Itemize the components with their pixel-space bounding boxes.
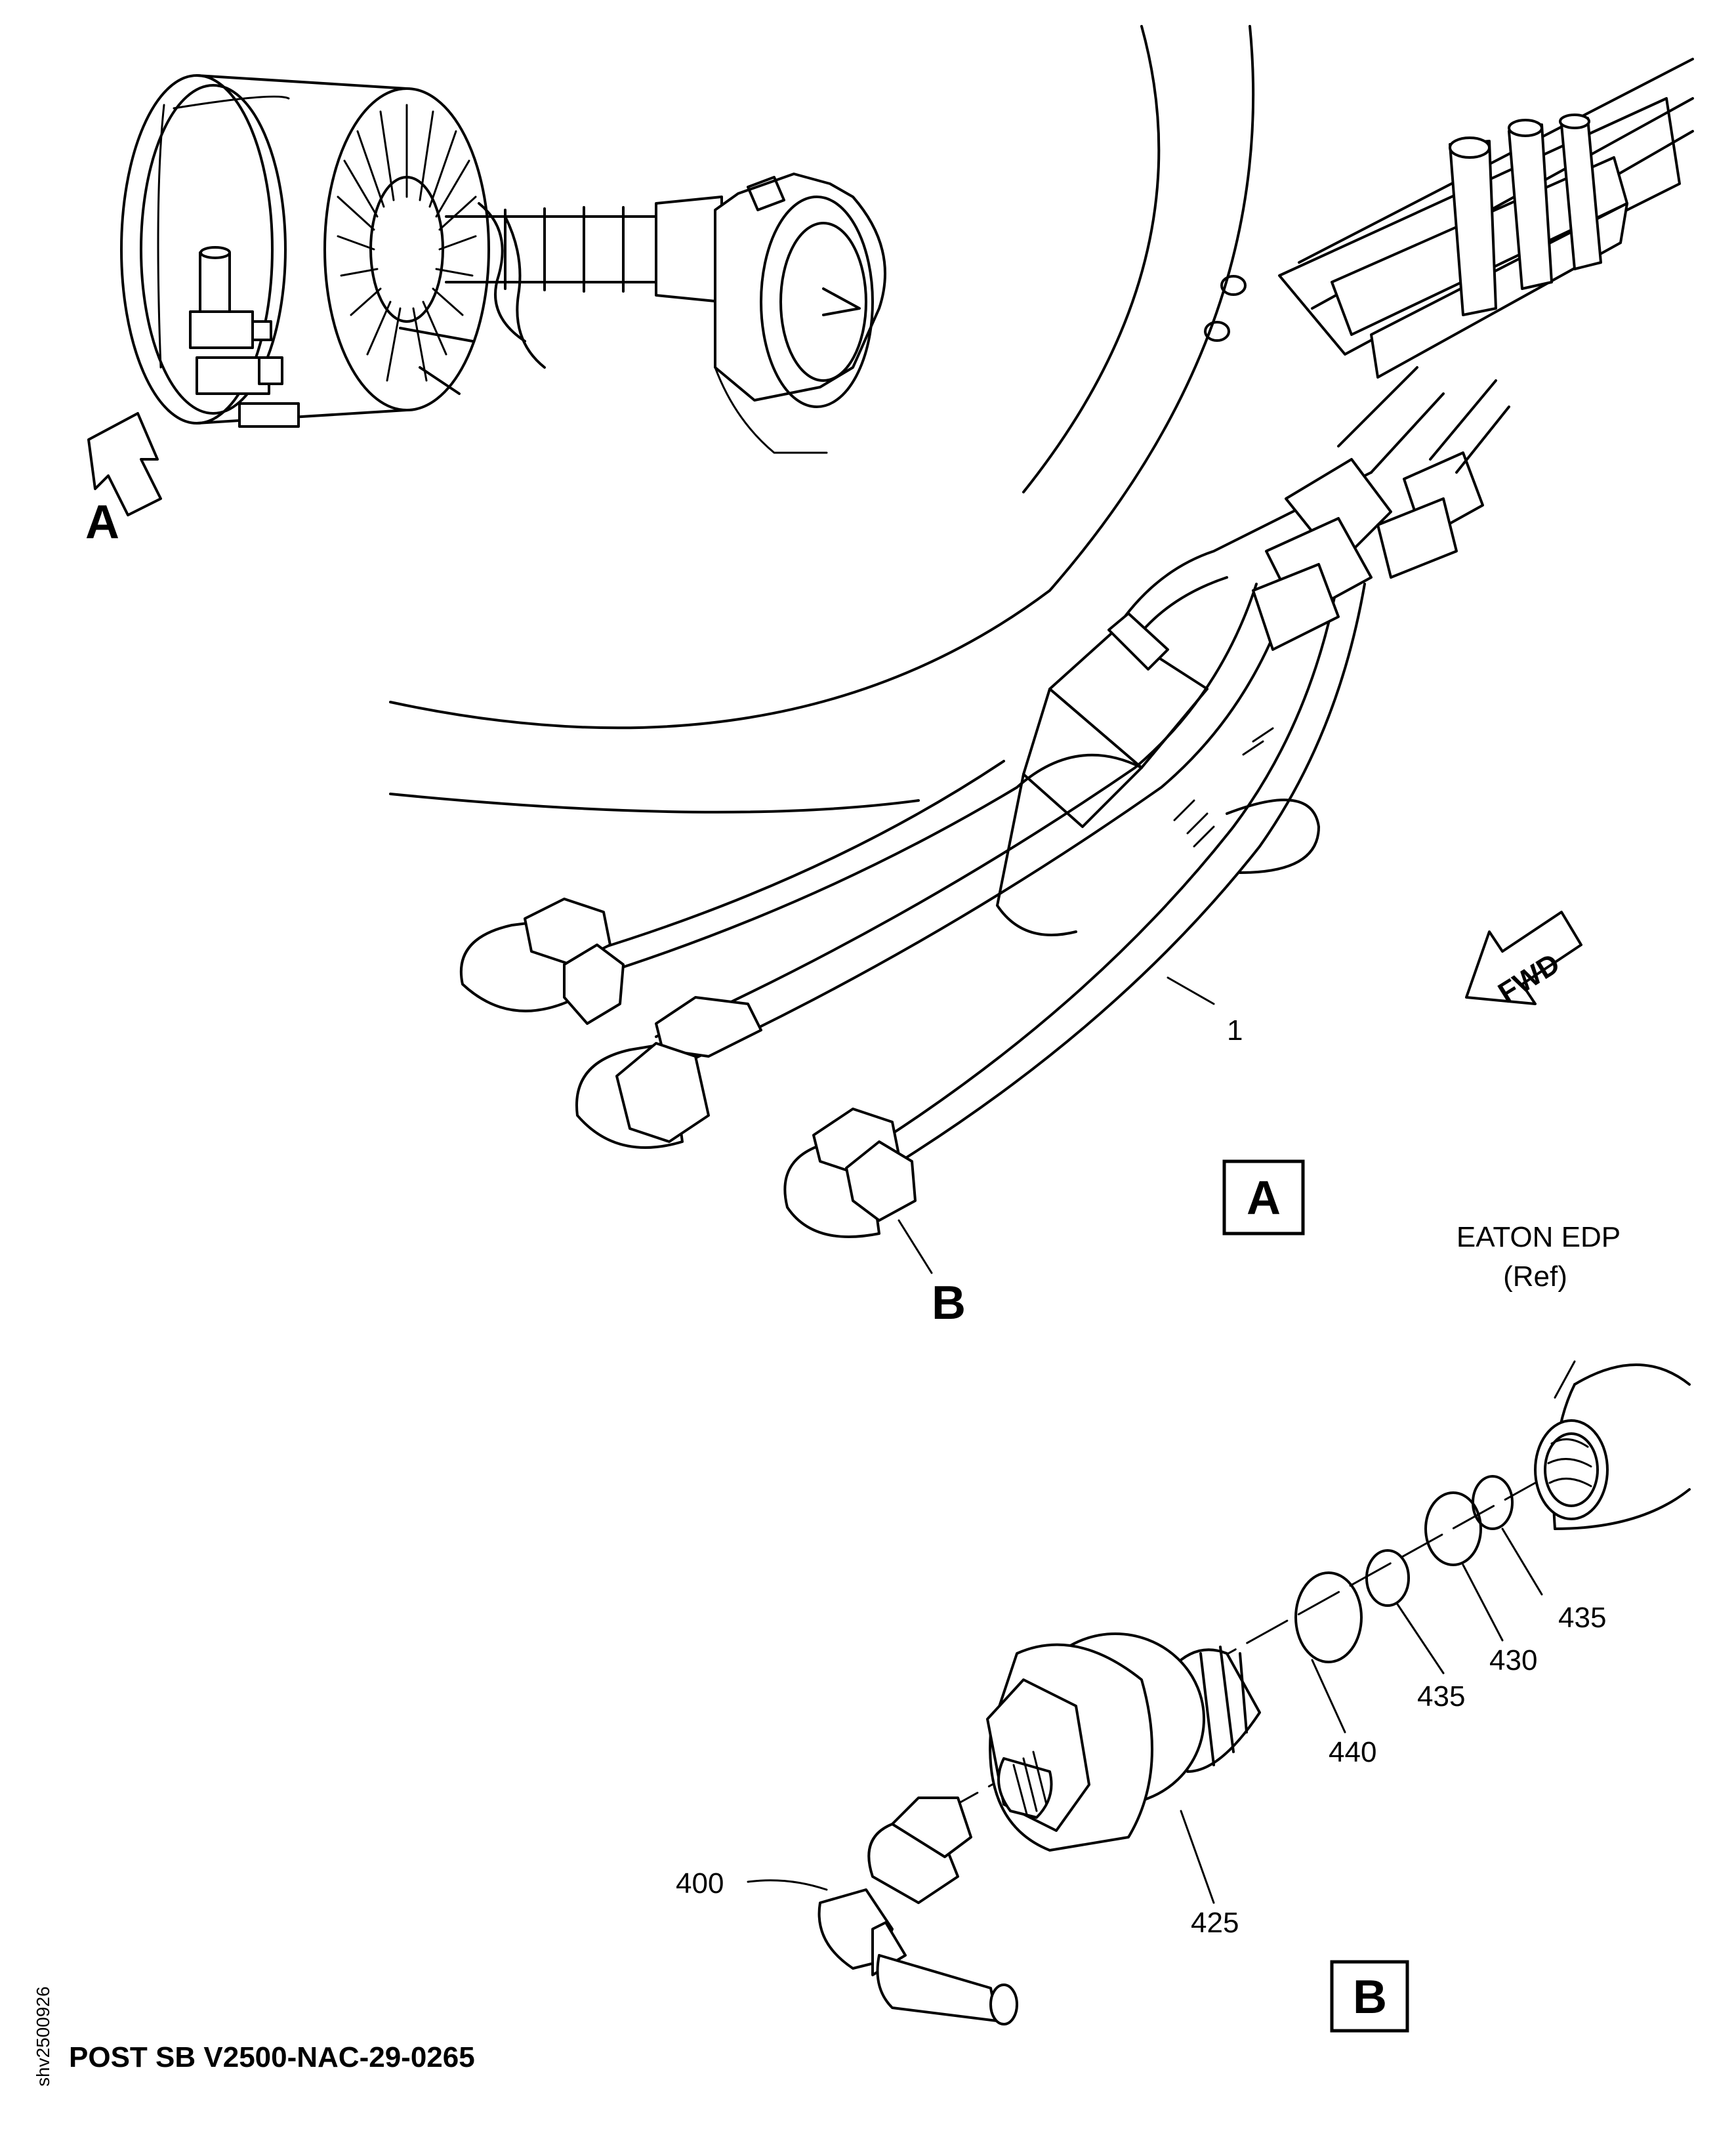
- drawing-number: shv2500926: [33, 1986, 53, 2087]
- detail-a: [389, 25, 1694, 1274]
- callout-ring-c: 435: [1417, 1680, 1465, 1713]
- pump-label-line1: EATON EDP: [1457, 1221, 1621, 1253]
- footer-note: POST SB V2500-NAC-29-0265: [69, 2041, 475, 2073]
- callout-unit: 425: [1191, 1907, 1239, 1939]
- detail-b-box: [1330, 1960, 1409, 2033]
- view-b-pointer-label: B: [932, 1277, 966, 1329]
- view-a-arrow: [87, 412, 162, 516]
- detail-b: [747, 1360, 1691, 2025]
- view-a-pointer-label: A: [85, 496, 119, 549]
- detail-a-box: [1222, 1159, 1305, 1236]
- callout-ring-b: 430: [1489, 1644, 1537, 1676]
- pump-label-line2: (Ref): [1503, 1260, 1567, 1293]
- callout-elbow: 400: [676, 1867, 724, 1900]
- engine-overview: [120, 74, 886, 454]
- detail-b-box-label: B: [1353, 1971, 1387, 2024]
- callout-ring-a: 435: [1558, 1602, 1606, 1634]
- callout-ring-d: 440: [1329, 1736, 1376, 1768]
- callout-hose: 1: [1227, 1014, 1243, 1047]
- detail-a-box-label: A: [1247, 1172, 1281, 1224]
- fwd-arrow: [1465, 911, 1582, 1005]
